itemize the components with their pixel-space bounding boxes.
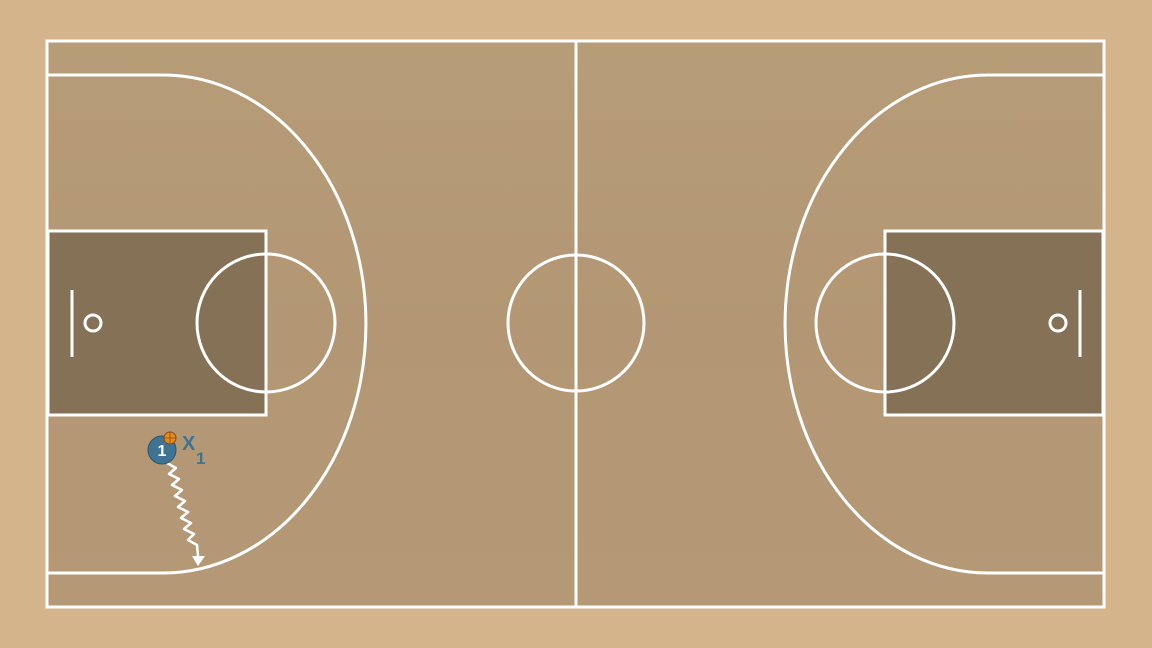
left-free-throw-circle bbox=[195, 252, 337, 394]
left-three-point-arc bbox=[162, 73, 368, 575]
defender-symbol: X bbox=[182, 433, 196, 455]
dribble-path bbox=[166, 461, 200, 557]
defender-number: 1 bbox=[196, 449, 205, 468]
right-hoop bbox=[1048, 313, 1068, 333]
right-three-point-arc bbox=[783, 73, 989, 575]
basketball-icon bbox=[163, 431, 177, 445]
right-paint bbox=[883, 229, 1105, 417]
left-paint bbox=[46, 229, 268, 417]
right-free-throw-circle bbox=[814, 252, 956, 394]
defense-player-x1[interactable]: X 1 bbox=[182, 433, 205, 468]
left-hoop bbox=[83, 313, 103, 333]
player-number: 1 bbox=[158, 443, 167, 460]
arrowhead-icon bbox=[192, 556, 205, 566]
center-circle bbox=[506, 253, 646, 393]
